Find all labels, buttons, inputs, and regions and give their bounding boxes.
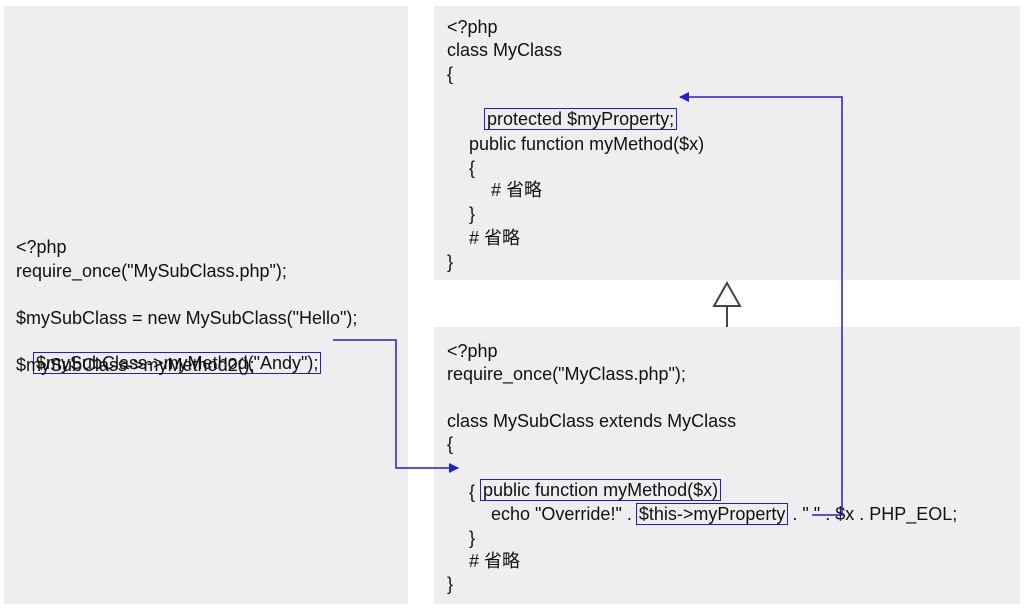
code-line: $mySubClass = new MySubClass("Hello"); <box>16 308 358 328</box>
method-highlight-box: public function myMethod($x) <box>480 479 722 501</box>
code-line: $mySubClass->myMethod2(); <box>16 355 255 375</box>
code-line: } <box>469 204 476 224</box>
myclass-code-panel: <?php class MyClass { protected $myPrope… <box>434 6 1020 280</box>
inheritance-arrow-icon <box>712 280 742 307</box>
code-line: class MyClass <box>447 40 563 60</box>
code-line: # 省略 <box>469 228 521 248</box>
code-line: } <box>447 252 454 272</box>
code-line: <?php <box>447 17 498 37</box>
code-line: require_once("MyClass.php"); <box>447 364 686 384</box>
property-highlight-box: protected $myProperty; <box>484 108 678 130</box>
code-line: } <box>447 574 454 594</box>
code-line-echo: echo "Override!" . $this->myProperty . "… <box>491 503 957 525</box>
code-line: # 省略 <box>491 180 543 200</box>
code-line: public function myMethod($x) <box>469 134 705 154</box>
property-reference-arrow <box>679 92 843 516</box>
call-to-method-arrow <box>333 339 459 473</box>
call-highlight-box: $mySubClass->myMethod("Andy"); <box>33 352 322 374</box>
echo-text-end: . " " . $x . PHP_EOL; <box>787 504 958 524</box>
code-line: { <box>447 64 454 84</box>
code-line: { <box>447 434 454 454</box>
this-property-highlight-box: $this->myProperty <box>635 503 789 525</box>
code-line-property-highlight: protected $myProperty; <box>465 86 678 152</box>
code-line: class MySubClass extends MyClass <box>447 411 737 431</box>
code-line: { <box>469 482 476 502</box>
code-line-method-highlight: public function myMethod($x) <box>461 457 722 523</box>
code-line: } <box>469 528 476 548</box>
code-line: require_once("MySubClass.php"); <box>16 261 287 281</box>
code-line: # 省略 <box>469 551 521 571</box>
code-line: <?php <box>447 341 498 361</box>
echo-text-start: echo "Override!" . <box>491 504 637 524</box>
code-line-call-highlight: $mySubClass->myMethod("Andy"); <box>14 330 322 396</box>
code-line: <?php <box>16 237 67 257</box>
mysubclass-code-panel: <?php require_once("MyClass.php"); class… <box>434 327 1020 604</box>
code-line: { <box>469 158 476 178</box>
caller-code-panel: <?php require_once("MySubClass.php"); $m… <box>4 6 408 604</box>
